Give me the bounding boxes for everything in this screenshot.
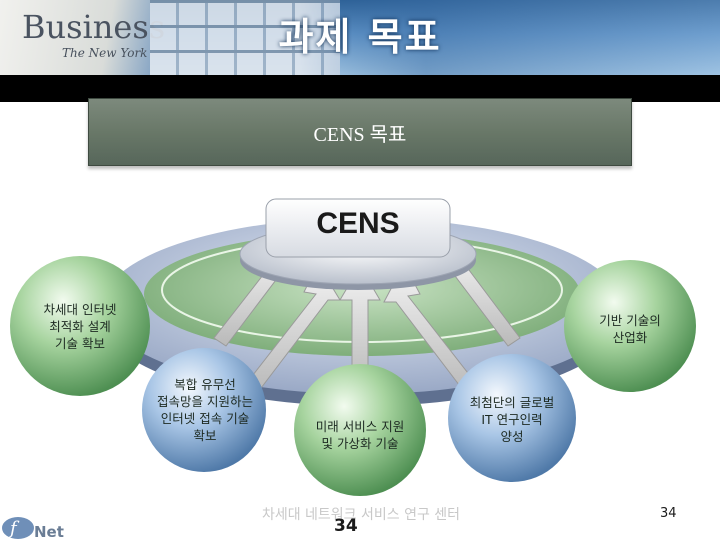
goal-4-line-3: 양성 [500,428,524,444]
goal-4-line-1: 최첨단의 글로벌 [469,394,555,410]
header-glow [300,0,720,75]
goal-caption-5: 기반 기술의 산업화 [570,304,690,354]
goal-5-line-2: 산업화 [612,330,648,345]
goal-sphere-2 [142,348,266,472]
goal-1-line-3: 기술 확보 [55,335,105,351]
goal-sphere-5 [564,260,696,392]
page-number-center: 34 [334,516,358,536]
goal-5-line-1: 기반 기술의 [599,313,661,328]
goal-banner: CENS 목표 [88,98,632,166]
newspaper-graphic: Business The New York [0,0,165,75]
goal-sphere-3 [294,364,426,496]
net-logo-text: Net [34,523,64,540]
goal-2-line-3: 인터넷 접속 기술 [160,411,250,426]
goal-sphere-4 [448,354,576,482]
goal-1-line-1: 차세대 인터넷 [43,301,117,317]
footer-org-name: 차세대 네트워크 서비스 연구 센터 [261,507,461,523]
business-logo-text: Business [22,8,166,46]
goal-caption-4: 최첨단의 글로벌 IT 연구인력 양성 [452,386,572,452]
page-number-right: 34 [660,506,677,521]
goal-caption-2: 복합 유무선 접속망을 지원하는 인터넷 접속 기술 확보 [140,370,270,450]
net-logo: f Net [2,517,64,540]
center-label: CENS [316,207,400,240]
goal-caption-1: 차세대 인터넷 최적화 설계 기술 확보 [20,286,140,366]
goal-1-line-2: 최적화 설계 [49,318,111,334]
header-divider-bar [0,75,720,102]
goal-2-line-4: 확보 [193,428,217,443]
center-box [265,198,451,258]
goal-4-line-2: IT 연구인력 [481,411,543,427]
goal-2-line-2: 접속망을 지원하는 [157,394,253,409]
slide-title: 과제 목표 [278,15,442,59]
goal-banner-label: CENS 목표 [313,124,407,146]
goal-3-line-2: 및 가상화 기술 [321,436,399,451]
goal-2-line-1: 복합 유무선 [174,377,236,392]
header-banner: Business The New York 과제 목표 [0,0,720,75]
goal-sphere-1 [10,256,150,396]
net-logo-swoosh [2,517,34,539]
goal-caption-3: 미래 서비스 지원 및 가상화 기술 [296,410,424,460]
newspaper-masthead-text: The New York [62,46,148,60]
goal-3-line-1: 미래 서비스 지원 [315,419,405,434]
